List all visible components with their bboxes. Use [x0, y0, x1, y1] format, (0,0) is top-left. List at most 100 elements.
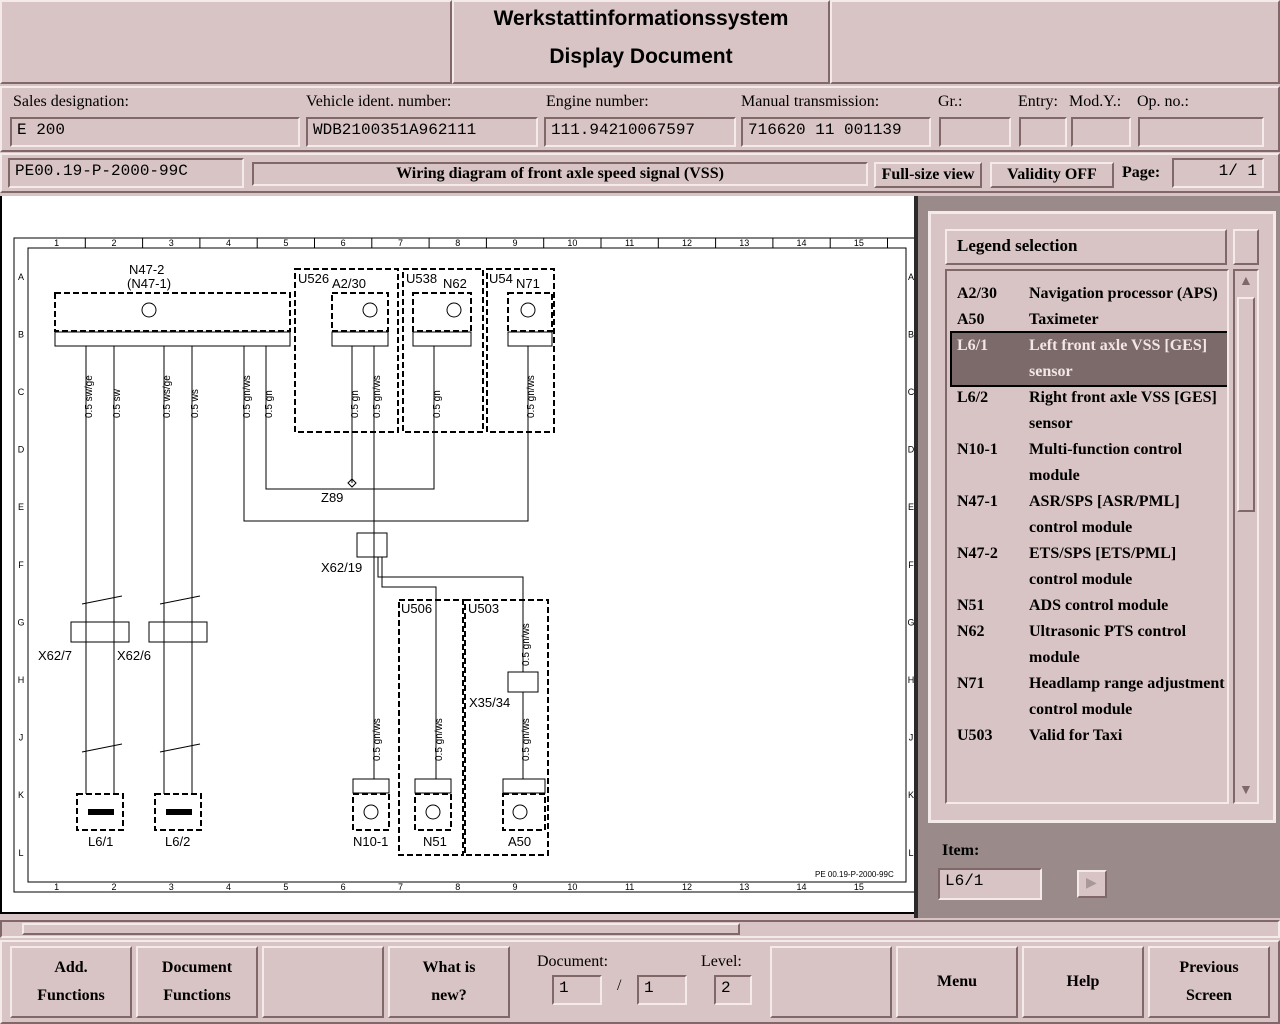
help-button[interactable]: Help — [1022, 946, 1144, 1018]
x35-34-label: X35/34 — [469, 695, 510, 710]
wire-label-8: 0.5 gn/ws — [372, 375, 383, 418]
wire-label-12: 0.5 gn/ws — [372, 718, 383, 761]
add-functions-button[interactable]: Add. Functions — [10, 946, 132, 1018]
n47-pin-strip — [54, 331, 291, 347]
horizontal-scrollbar[interactable] — [0, 920, 1280, 938]
legend-item-code: N47-2 — [957, 545, 998, 562]
u506-label: U506 — [401, 601, 432, 616]
grid-row-label: B — [908, 329, 914, 339]
grid-col-label: 9 — [513, 238, 518, 248]
vin-field: WDB2100351A962111 — [306, 117, 538, 147]
grid-col-label: 12 — [682, 882, 692, 892]
x35-34-connector — [507, 671, 539, 693]
validity-button[interactable]: Validity OFF — [990, 162, 1114, 188]
legend-item-description: Left front axle VSS [GES] sensor — [1029, 337, 1208, 380]
legend-item-code: L6/1 — [957, 337, 989, 354]
grid-row-label: C — [908, 387, 915, 397]
scroll-down-icon[interactable]: ▼ — [1239, 783, 1253, 798]
legend-item-code: A50 — [957, 311, 985, 328]
document-functions-button[interactable]: Document Functions — [136, 946, 258, 1018]
x62-19-label: X62/19 — [321, 560, 362, 575]
u503-label: U503 — [468, 601, 499, 616]
engine-number-label: Engine number: — [546, 93, 649, 110]
grid-row-label: L — [908, 848, 913, 858]
sales-designation-field: E 200 — [10, 117, 300, 147]
transmission-label: Manual transmission: — [741, 93, 880, 110]
item-go-button[interactable]: ▶ — [1077, 870, 1107, 898]
legend-item[interactable]: L6/1 Left front axle VSS [GES] sensor — [950, 331, 1227, 387]
wire-label-5: 0.5 gn/ws — [242, 375, 253, 418]
wire-x62-to-x35 — [377, 557, 524, 672]
grid-row-label: C — [18, 387, 25, 397]
legend-item-description: Taximeter — [1029, 311, 1099, 328]
document-label: Document: — [537, 953, 609, 970]
legend-item[interactable]: L6/2 Right front axle VSS [GES] sensor — [952, 385, 1227, 437]
grid-row-label: G — [17, 617, 24, 627]
grid-col-label: 6 — [341, 882, 346, 892]
l61-box — [76, 793, 124, 831]
x62-6-label: X62/6 — [117, 648, 151, 663]
u54-box — [486, 268, 555, 433]
legend-scrollbar[interactable]: ▲ ▼ — [1233, 269, 1259, 804]
l61-label: L6/1 — [88, 834, 113, 849]
scrollbar-thumb[interactable] — [1237, 297, 1255, 512]
gr-field — [939, 117, 1011, 147]
scroll-up-icon[interactable]: ▲ — [1239, 274, 1253, 289]
z89-label: Z89 — [321, 490, 343, 505]
grid-col-label: 8 — [455, 882, 460, 892]
legend-item-description: Ultrasonic PTS control module — [1029, 623, 1187, 666]
wire-label-2: 0.5 sw — [112, 388, 123, 418]
grid-col-label: 15 — [854, 238, 864, 248]
grid-col-label: 14 — [797, 882, 807, 892]
n101-box — [352, 793, 390, 831]
a230-box — [331, 292, 389, 332]
op-no-field — [1138, 117, 1264, 147]
previous-screen-button[interactable]: Previous Screen — [1148, 946, 1270, 1018]
wire-label-4: 0.5 ws — [190, 389, 201, 418]
blank-footer-button-1[interactable] — [262, 946, 384, 1018]
menu-button[interactable]: Menu — [896, 946, 1018, 1018]
legend-item-description: ADS control module — [1029, 597, 1169, 614]
x62-6-connector — [148, 621, 208, 643]
legend-title-button[interactable] — [1233, 229, 1259, 265]
grid-row-label: K — [908, 790, 914, 800]
item-field[interactable]: L6/1 — [938, 868, 1042, 900]
horizontal-scroll-thumb[interactable] — [22, 923, 740, 935]
l62-label: L6/2 — [165, 834, 190, 849]
a230-label: A2/30 — [332, 276, 366, 291]
legend-item-description: Right front axle VSS [GES] sensor — [1029, 389, 1217, 432]
app-title: Werkstattinformationssystem — [493, 7, 789, 30]
page-field: 1/ 1 — [1172, 158, 1264, 188]
n71-box — [507, 292, 553, 332]
wiring-diagram[interactable]: 1122334455667788991010111112121313141415… — [2, 196, 916, 912]
u526-box — [294, 268, 399, 433]
full-size-view-button[interactable]: Full-size view — [874, 162, 982, 188]
grid-row-label: E — [18, 502, 24, 512]
grid-row-label: E — [908, 502, 914, 512]
whats-new-button[interactable]: What is new? — [388, 946, 510, 1018]
wire-label-3: 0.5 ws/ge — [162, 375, 173, 418]
u503-box — [464, 599, 549, 856]
grid-col-label: 14 — [797, 238, 807, 248]
legend-item-description: Headlamp range adjustment control module — [1029, 675, 1225, 718]
document-current-field[interactable]: 1 — [552, 975, 602, 1005]
legend-item[interactable]: A50 Taximeter — [952, 307, 1227, 333]
blank-footer-button-2[interactable] — [770, 946, 892, 1018]
grid-col-label: 5 — [283, 238, 288, 248]
l62-box — [154, 793, 202, 831]
grid-row-label: J — [909, 733, 914, 743]
z89-splice — [347, 478, 357, 488]
legend-item-code: L6/2 — [957, 389, 989, 406]
title-left-panel — [0, 0, 452, 84]
n51-transistor — [425, 804, 441, 820]
